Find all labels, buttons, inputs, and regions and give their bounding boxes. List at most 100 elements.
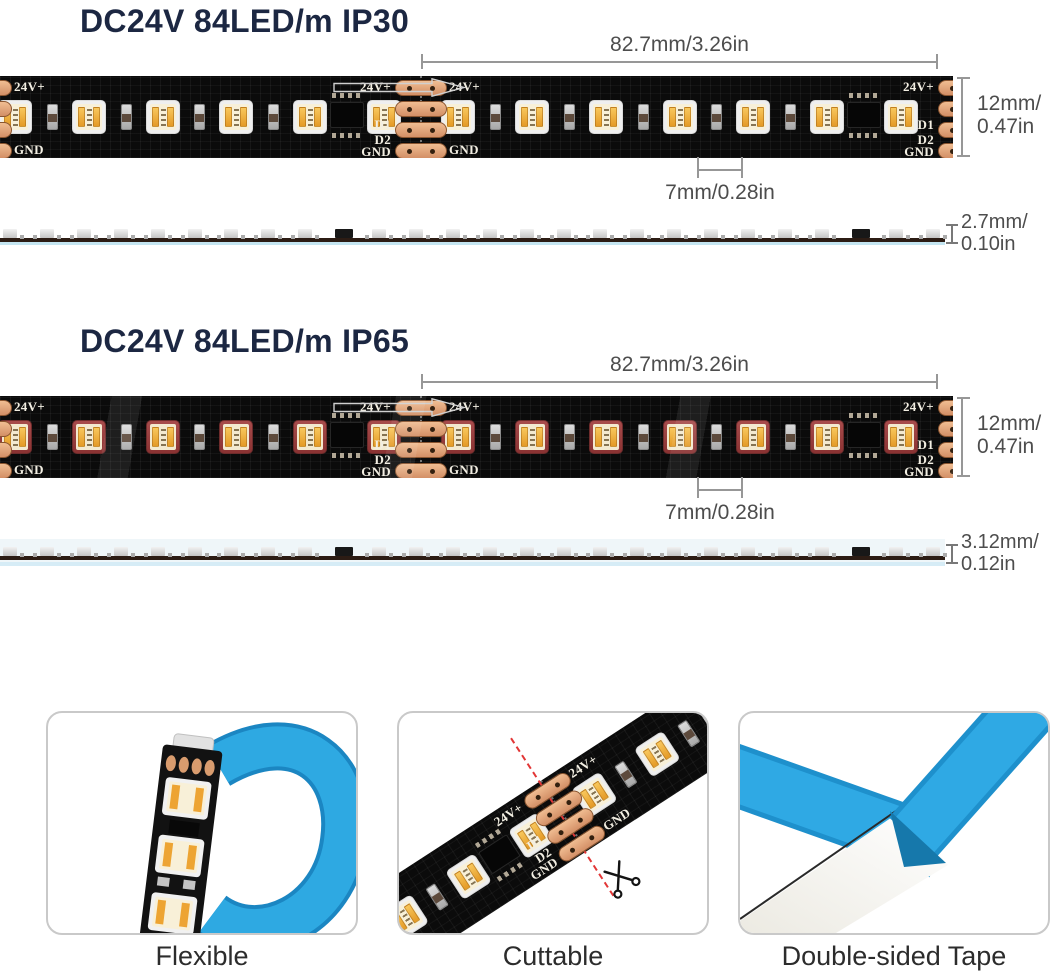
led-side (512, 229, 541, 239)
led-side (291, 547, 320, 557)
led-phosphor-bar (78, 107, 85, 127)
resistor (267, 104, 279, 130)
resistor (637, 104, 649, 130)
led-phosphor-bar (757, 427, 764, 447)
thickness-dimension-label-ip65: 3.12mm/ 0.12in (961, 531, 1039, 575)
pad-label: D2 (917, 132, 934, 147)
resistor (784, 424, 796, 450)
led-phosphor-bar (93, 107, 100, 127)
led-die (678, 109, 683, 126)
pad-label: GND (904, 144, 934, 158)
feature-card-tape (738, 711, 1050, 935)
led-chip (736, 100, 770, 134)
pad-label: GND (14, 142, 44, 157)
led-side (217, 229, 246, 239)
led-chip (219, 420, 253, 454)
led-phosphor-bar (152, 427, 159, 447)
led-die (161, 109, 166, 126)
led-phosphor-bar (373, 107, 380, 127)
led-side (69, 547, 98, 557)
led-chip (633, 730, 681, 778)
ic-pins (849, 413, 879, 418)
led-phosphor-bar (742, 107, 749, 127)
led-side (3, 229, 24, 239)
led-die (825, 109, 830, 126)
led-chip (219, 100, 253, 134)
ic-pins (849, 453, 879, 458)
led-die (87, 429, 92, 446)
led-phosphor-bar (905, 107, 912, 127)
led-phosphor-bar (167, 427, 174, 447)
pad-label: GND (904, 464, 934, 478)
led-phosphor-bar (314, 427, 321, 447)
heading-ip65: DC24V 84LED/m IP65 (80, 323, 410, 359)
led-phosphor-bar (831, 107, 838, 127)
solder-pad (0, 143, 12, 158)
led-die (530, 109, 535, 126)
led-die (825, 429, 830, 446)
led-side (475, 547, 504, 557)
led-chip (399, 893, 430, 933)
direction-arrow-icon (333, 77, 467, 98)
led-emitter-area (2, 424, 28, 450)
ic-chip-side (851, 547, 870, 556)
pad-label: GND (361, 144, 391, 158)
resistor (637, 424, 649, 450)
resistor (120, 424, 132, 450)
cut-line (420, 76, 422, 158)
feature-card-flexible (46, 711, 358, 935)
width-dimension-line-ip30 (957, 77, 970, 157)
led-die (751, 109, 756, 126)
feature-label-cuttable: Cuttable (502, 941, 604, 971)
led-emitter-area (593, 424, 619, 450)
solder-pad (0, 442, 12, 458)
led-phosphor-bar (299, 427, 306, 447)
led-side (438, 547, 467, 557)
led-die (161, 429, 166, 446)
led-die (899, 109, 904, 126)
led-side (254, 229, 283, 239)
led-emitter-area (667, 104, 693, 130)
led-side (881, 547, 910, 557)
led-phosphor-bar (373, 427, 380, 447)
ic-pins (332, 413, 362, 418)
led-emitter-area (223, 424, 249, 450)
led-phosphor-bar (890, 107, 897, 127)
led-chip (293, 100, 327, 134)
width-value-mm: 12mm/ (977, 412, 1042, 435)
led-emitter-area (223, 104, 249, 130)
led-die (530, 429, 535, 446)
thickness-value-in: 0.12in (961, 553, 1016, 575)
led-side (918, 229, 947, 239)
led-phosphor-bar (240, 107, 247, 127)
led-emitter-area (639, 736, 676, 773)
led-phosphor-bar (521, 427, 528, 447)
resistor (267, 424, 279, 450)
led-emitter-area (450, 858, 487, 895)
led-emitter-area (702, 713, 707, 732)
led-chip (810, 100, 844, 134)
led-side (217, 547, 246, 557)
width-value-in: 0.47in (977, 115, 1035, 138)
led-side (401, 229, 430, 239)
led-phosphor-bar (521, 107, 528, 127)
led-chip (72, 420, 106, 454)
led-side (69, 229, 98, 239)
led-side (365, 229, 393, 239)
led-phosphor-bar (742, 427, 749, 447)
resistor (194, 104, 205, 130)
led-strip-side-view-ip30 (0, 221, 947, 249)
led-phosphor-bar (816, 107, 823, 127)
resistor (489, 104, 501, 130)
length-dimension-line-ip65 (421, 374, 938, 389)
solder-pad (395, 122, 447, 138)
length-dimension-label-ip30: 82.7mm/3.26in (610, 33, 749, 56)
pad-label: D2 (374, 132, 391, 147)
led-chip (367, 420, 401, 454)
led-strip-top-view-ip30: 24V+D1D2GND24V+GND24V+D1D2GND24V+GND24V+… (0, 76, 953, 158)
ic-chip-side (851, 229, 870, 238)
led-chip (884, 100, 918, 134)
led-side (623, 229, 652, 239)
